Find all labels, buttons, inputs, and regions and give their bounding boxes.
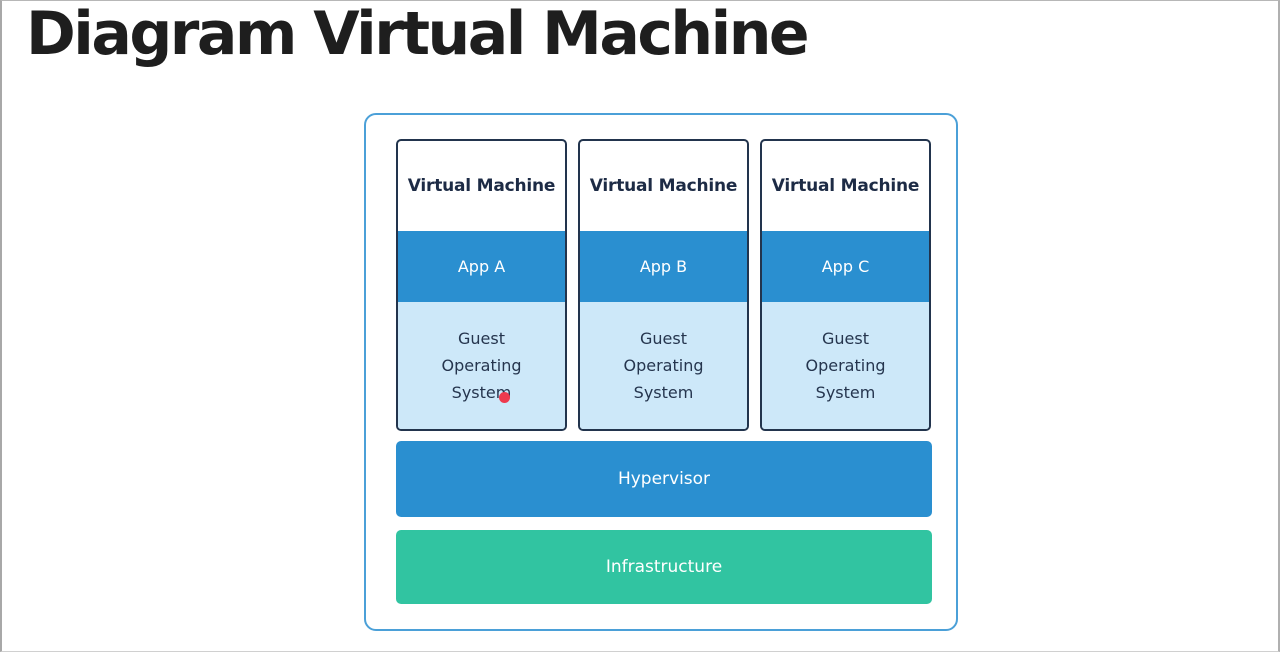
infrastructure-layer-bar: Infrastructure	[396, 530, 932, 604]
vm-card-1-guest-os-label: Guest Operating System	[441, 329, 522, 402]
vm-card-1-title: Virtual Machine	[407, 176, 556, 196]
vm-architecture-panel: Virtual Machine App A Guest Operating Sy…	[364, 113, 958, 631]
vm-card-3-app-band: App C	[762, 231, 929, 302]
vm-card-3-guest-os-band: Guest Operating System	[762, 302, 929, 429]
vm-card-2-guest-os-label: Guest Operating System	[623, 329, 704, 402]
vm-card-2: Virtual Machine App B Guest Operating Sy…	[578, 139, 749, 431]
vm-card-3: Virtual Machine App C Guest Operating Sy…	[760, 139, 931, 431]
vm-card-2-app-band: App B	[580, 231, 747, 302]
laser-pointer-dot-icon	[499, 392, 510, 403]
vm-card-3-title: Virtual Machine	[771, 176, 920, 196]
vm-card-1-guest-os-band: Guest Operating System	[398, 302, 565, 429]
vm-card-2-guest-os-band: Guest Operating System	[580, 302, 747, 429]
vm-card-2-title: Virtual Machine	[589, 176, 738, 196]
vm-card-1-app-band: App A	[398, 231, 565, 302]
hypervisor-layer-bar: Hypervisor	[396, 441, 932, 517]
vm-card-1: Virtual Machine App A Guest Operating Sy…	[396, 139, 567, 431]
vm-card-row: Virtual Machine App A Guest Operating Sy…	[396, 139, 931, 431]
page-title: Diagram Virtual Machine	[26, 0, 810, 69]
vm-card-3-guest-os-label: Guest Operating System	[805, 329, 886, 402]
